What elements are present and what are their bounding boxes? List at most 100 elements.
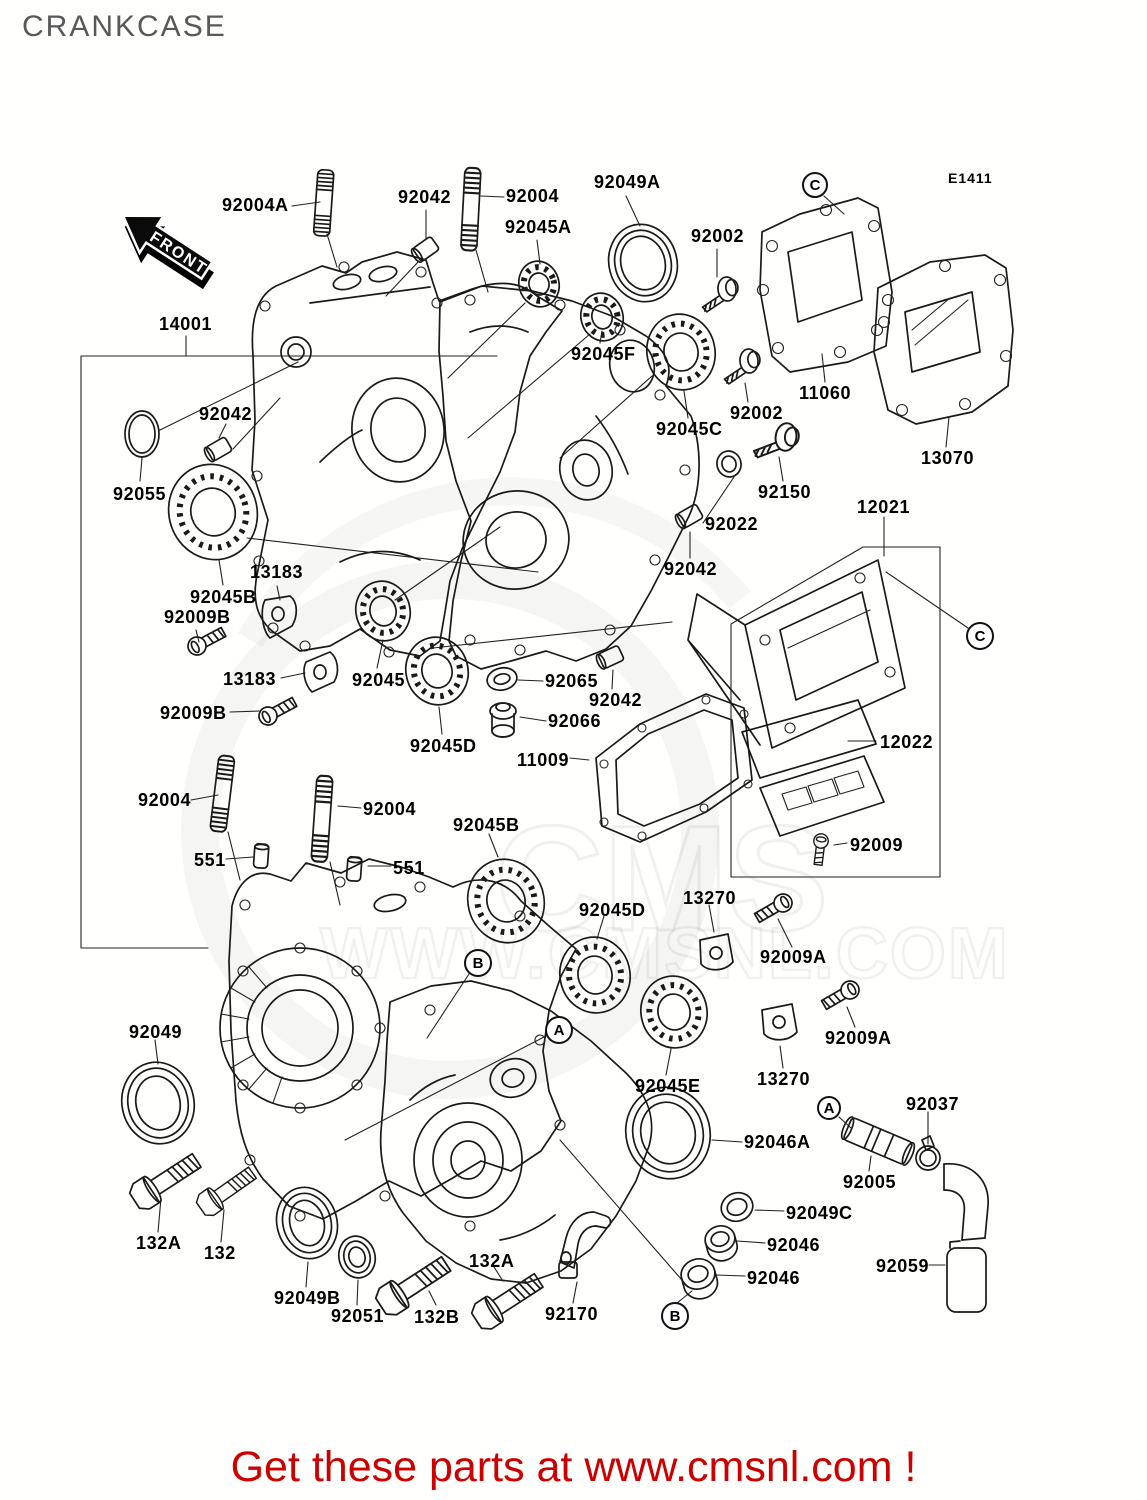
bearing-92045C (645, 313, 717, 391)
washer-92022 (716, 450, 742, 478)
part-label-92009-30: 92009 (850, 835, 904, 855)
callout-circle-a-4: A (817, 1096, 841, 1120)
gasket-11009 (595, 693, 753, 843)
reed-valve-group-box (730, 546, 941, 878)
stud-92004-lower-right (309, 774, 335, 864)
part-label-92009a-39: 92009A (825, 1028, 892, 1048)
part-label-92055-8: 92055 (113, 484, 167, 504)
part-label-132a-50: 132A (136, 1233, 182, 1253)
ring-92049C (720, 1191, 754, 1223)
part-label-92045c-10: 92045C (656, 419, 723, 439)
oil-seal-92046A (624, 1086, 712, 1180)
part-label-13183-21: 13183 (223, 669, 277, 689)
part-label-92049-42: 92049 (129, 1022, 183, 1042)
part-label-92045f-9: 92045F (571, 344, 636, 364)
part-label-92045d-28: 92045D (410, 736, 477, 756)
part-label-92004-32: 92004 (363, 799, 417, 819)
bolt-92002-lower (721, 347, 763, 386)
clamp-92037 (915, 1135, 941, 1171)
part-label-92045a-3: 92045A (505, 217, 572, 237)
part-label-92049c-46: 92049C (786, 1203, 853, 1223)
cover-13070 (870, 254, 1014, 425)
bearing-92045F (579, 292, 625, 342)
bearing-92045A (517, 260, 561, 308)
part-label-92066-26: 92066 (548, 711, 602, 731)
part-label-92005-45: 92005 (843, 1172, 897, 1192)
bushing-92046-2 (680, 1258, 719, 1300)
hose-92059 (943, 1163, 989, 1313)
bearing-92045E (640, 975, 708, 1049)
collar-92042-left (201, 435, 234, 465)
reed-12022 (741, 699, 885, 837)
gasket-11060 (756, 197, 893, 373)
part-label-92004a-0: 92004A (222, 195, 289, 215)
part-label-551-34: 551 (393, 858, 425, 878)
part-label-551-33: 551 (194, 850, 226, 870)
part-label-92046-47: 92046 (767, 1235, 821, 1255)
oil-seal-92049 (120, 1061, 196, 1145)
bearing-92045D-upper (404, 636, 470, 706)
part-label-92046a-43: 92046A (744, 1132, 811, 1152)
page-title: CRANKCASE (22, 10, 227, 43)
lower-crankcase-right-half (244, 980, 653, 1284)
o-ring-92055 (124, 410, 160, 458)
fitting-92150 (752, 418, 802, 464)
oil-seal-92049B (275, 1186, 339, 1260)
part-label-132-51: 132 (204, 1243, 236, 1263)
part-label-92150-12: 92150 (758, 482, 812, 502)
part-label-13270-40: 13270 (757, 1069, 811, 1089)
bracket-92170 (558, 1211, 612, 1279)
part-label-92009b-23: 92009B (160, 703, 227, 723)
part-label-92045-22: 92045 (352, 670, 406, 690)
front-arrow: FRONT (121, 214, 215, 290)
part-label-92045b-35: 92045B (453, 815, 520, 835)
part-label-92037-44: 92037 (906, 1094, 960, 1114)
part-label-12022-29: 12022 (880, 732, 934, 752)
part-label-92002-5: 92002 (691, 226, 745, 246)
part-label-92065-24: 92065 (545, 671, 599, 691)
part-label-92045d-36: 92045D (579, 900, 646, 920)
bearing-92045-center (354, 580, 412, 642)
part-label-13070-14: 13070 (921, 448, 975, 468)
bracket-13270-2 (761, 1003, 798, 1041)
part-label-92042-16: 92042 (664, 559, 718, 579)
lower-crankcase-left-half (219, 858, 577, 1220)
part-label-11009-27: 11009 (517, 750, 570, 770)
part-label-14001-6: 14001 (159, 314, 213, 334)
part-label-12021-17: 12021 (857, 497, 911, 517)
part-label-92022-15: 92022 (705, 514, 759, 534)
dowel-551-left (252, 842, 270, 870)
part-label-92004-2: 92004 (506, 186, 560, 206)
part-label-92009b-20: 92009B (164, 607, 231, 627)
part-label-92049b-52: 92049B (274, 1288, 341, 1308)
part-label-13183-18: 13183 (250, 562, 304, 582)
screw-92009B-1 (183, 623, 229, 660)
part-label-92009a-38: 92009A (760, 947, 827, 967)
bracket-13270-1 (699, 933, 734, 971)
part-label-92049a-4: 92049A (594, 172, 661, 192)
bolt-132A-2 (467, 1266, 548, 1335)
part-label-92046-48: 92046 (747, 1268, 801, 1288)
callout-circle-c-0: C (802, 172, 828, 198)
part-label-13270-37: 13270 (683, 888, 737, 908)
part-label-92042-1: 92042 (398, 187, 452, 207)
bearing-92045B-left (167, 463, 259, 561)
screw-92009B-2 (254, 693, 300, 730)
part-label-11060-13: 11060 (799, 383, 852, 403)
part-label-92059-49: 92059 (876, 1256, 930, 1276)
part-label-92045b-19: 92045B (190, 587, 257, 607)
part-label-92042-25: 92042 (589, 690, 643, 710)
callout-circle-b-5: B (661, 1302, 689, 1330)
bushing-92046-1 (704, 1225, 739, 1262)
part-label-92002-11: 92002 (730, 403, 784, 423)
oil-seal-92049A (607, 223, 679, 303)
bolt-132A-1 (125, 1146, 206, 1215)
part-label-132b-54: 132B (414, 1307, 460, 1327)
part-label-92045e-41: 92045E (635, 1076, 701, 1096)
bolt-92002-upper (699, 275, 741, 314)
breather-fitting-92005 (840, 1116, 916, 1166)
bearing-92045B-lower (466, 858, 546, 944)
banner-text: Get these parts at www.cmsnl.com ! (230, 1443, 917, 1491)
